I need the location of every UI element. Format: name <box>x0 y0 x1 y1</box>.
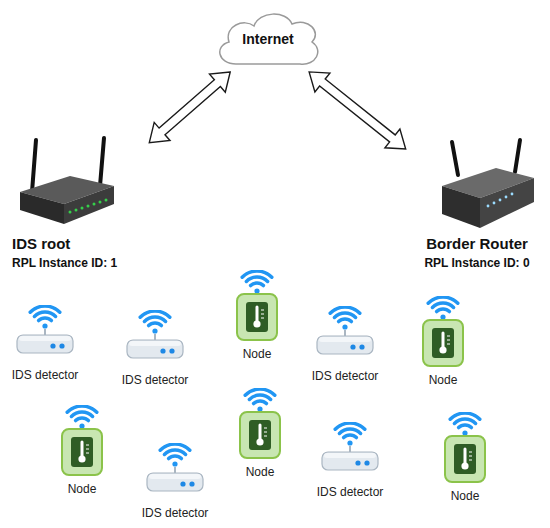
border-router: Border RouterRPL Instance ID: 0 <box>408 140 546 272</box>
router-leds-part <box>511 193 514 196</box>
sensor-node: Node <box>395 296 491 388</box>
ids-root-router-icon <box>20 138 114 224</box>
router-front <box>20 192 64 224</box>
router-leds-part <box>81 207 84 210</box>
hollow-arrow <box>309 72 406 149</box>
ids-detector: IDS detector <box>302 422 398 500</box>
antenna <box>515 140 520 172</box>
antenna <box>100 138 104 186</box>
node-label: IDS detector <box>317 484 384 500</box>
sensor-node: Node <box>212 388 308 480</box>
node-label: Node <box>68 481 97 497</box>
ids-detector: IDS detector <box>107 310 203 388</box>
node-label: Node <box>243 346 272 362</box>
hollow-arrow <box>149 72 230 143</box>
ids-root-router: IDS rootRPL Instance ID: 1 <box>12 135 147 272</box>
border-router-icon <box>442 140 534 228</box>
router-side <box>64 186 114 224</box>
router-leds-part <box>69 211 72 214</box>
antenna <box>452 142 458 175</box>
router-leds-part <box>105 199 108 202</box>
sensor-node-icon <box>423 297 463 366</box>
ids-detector-icon <box>147 444 203 491</box>
sensor-node: Node <box>417 412 513 504</box>
router-leds-part <box>87 205 90 208</box>
node-label: IDS root <box>12 234 70 254</box>
router-leds <box>69 199 108 214</box>
router-leds <box>487 193 514 208</box>
router-leds-part <box>499 199 502 202</box>
ids-detector-icon <box>17 306 73 353</box>
router-front <box>442 186 480 228</box>
router-leds-part <box>493 202 496 205</box>
ids-detector: IDS detector <box>127 443 223 521</box>
node-label: IDS detector <box>12 367 79 383</box>
node-label: Node <box>451 488 480 504</box>
antenna <box>32 140 36 192</box>
node-label: Node <box>429 372 458 388</box>
node-label: IDS detector <box>122 372 189 388</box>
ids-detector: IDS detector <box>297 306 393 384</box>
router-leds-part <box>99 201 102 204</box>
sensor-node-icon <box>240 389 280 458</box>
router-leds-part <box>93 203 96 206</box>
router-leds-part <box>505 196 508 199</box>
node-label: Internet <box>242 31 293 47</box>
sensor-node-icon <box>62 406 102 475</box>
sensor-node: Node <box>209 270 305 362</box>
sensor-node-icon <box>445 413 485 482</box>
node-label: IDS detector <box>142 505 209 521</box>
router-side <box>480 178 534 228</box>
ids-detector-icon <box>127 311 183 358</box>
router-leds-part <box>487 205 490 208</box>
router-leds-part <box>75 209 78 212</box>
ids-detector-icon <box>322 423 378 470</box>
cloud-shape <box>220 14 318 64</box>
internet-cloud: Internet <box>212 8 324 70</box>
ids-detector-icon <box>317 307 373 354</box>
node-label: IDS detector <box>312 368 379 384</box>
node-label: Node <box>246 464 275 480</box>
sensor-node: Node <box>34 405 130 497</box>
node-sublabel: RPL Instance ID: 1 <box>12 254 117 272</box>
ids-detector: IDS detector <box>0 305 93 383</box>
node-label: Border Router <box>426 234 528 254</box>
node-sublabel: RPL Instance ID: 0 <box>424 254 529 272</box>
sensor-node-icon <box>237 271 277 340</box>
